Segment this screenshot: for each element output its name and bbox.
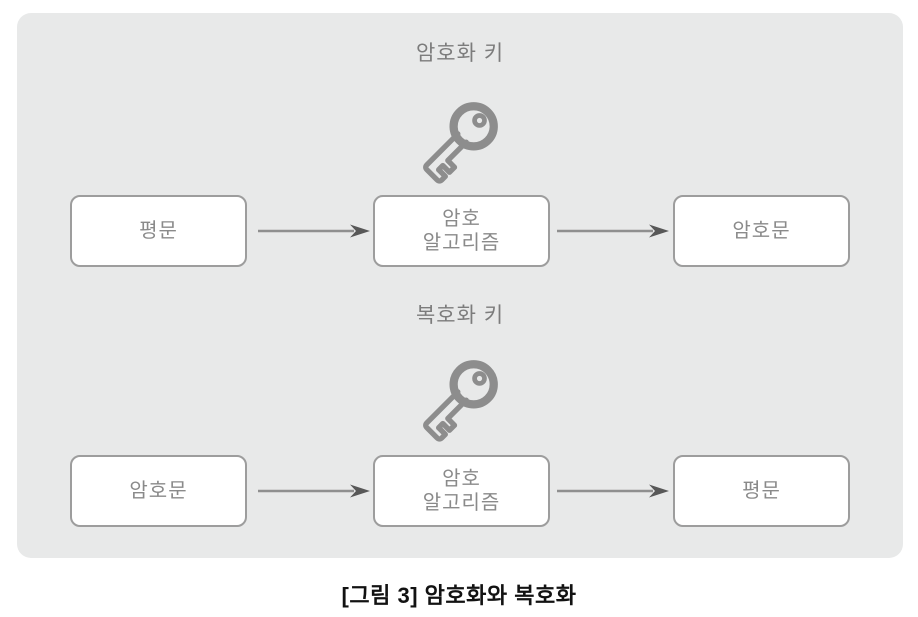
arrow-right-icon [258,484,370,498]
figure-caption: [그림 3] 암호화와 복호화 [341,583,577,608]
key-icon [423,102,498,184]
cipher-algorithm-line1: 암호 [442,208,481,230]
arrow-right-icon [258,224,370,238]
decryption-key-label: 복호화 키 [415,304,505,327]
key-icon [423,360,498,442]
plaintext-box-label: 평문 [139,220,178,242]
plaintext-box-label: 평문 [742,480,781,502]
cipher-algorithm-line2: 알고리즘 [422,492,501,514]
ciphertext-box-label: 암호문 [129,480,188,502]
arrow-right-icon [557,484,669,498]
cipher-algorithm-box: 암호 알고리즘 [373,455,550,527]
arrow-right-icon [557,224,669,238]
cipher-algorithm-line2: 알고리즘 [422,232,501,254]
ciphertext-box-label: 암호문 [732,220,791,242]
cipher-algorithm-box: 암호 알고리즘 [373,195,550,267]
encryption-key-label: 암호화 키 [415,42,505,65]
ciphertext-box: 암호문 [70,455,247,527]
diagram-panel: 암호화 키 평문 암호 알고리즘 암호문 복호화 키 [17,13,903,558]
cipher-algorithm-line1: 암호 [442,468,481,490]
plaintext-box: 평문 [70,195,247,267]
plaintext-box: 평문 [673,455,850,527]
ciphertext-box: 암호문 [673,195,850,267]
